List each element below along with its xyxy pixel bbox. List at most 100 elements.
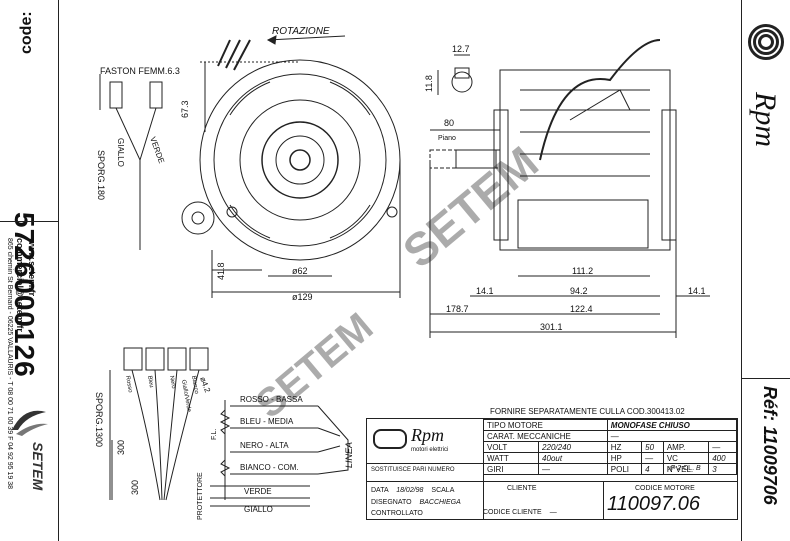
dim-122-4: 122.4 [570, 304, 593, 314]
faston-label: FASTON FEMM.6.3 [100, 66, 180, 76]
title-block-brand: Rpm [411, 425, 444, 445]
divider [742, 378, 790, 379]
carat-label: CARAT. MECCANICHE [483, 430, 608, 442]
codice-cliente-value: — [549, 509, 557, 516]
hp-value: — [641, 452, 664, 464]
hp-label: HP [606, 452, 643, 464]
giri-value: — [538, 463, 608, 475]
wire-bianco-label: BIANCO - COM. [240, 463, 299, 472]
cl-value: B [695, 465, 701, 472]
dim-129: ø129 [292, 292, 313, 302]
dim-300-a: 300 [116, 440, 126, 455]
dim-300-b: 300 [130, 480, 140, 495]
wire-giallo-label: GIALLO [244, 505, 273, 514]
giri-label: GIRI [482, 463, 540, 475]
dim-178-7: 178.7 [446, 304, 469, 314]
dim-4-2: ø4.2 [198, 376, 212, 395]
data-value: 18/02/98 [396, 487, 424, 494]
right-info-panel: Rpm Réf: 11009706 [741, 0, 790, 541]
vc-value: 400 [708, 452, 737, 464]
title-block: Rpm motori elettrici TIPO MOTORE MONOFAS… [366, 418, 738, 520]
scala-label: SCALA [431, 487, 455, 494]
motor-front-outer [199, 59, 401, 261]
fl-label: F.L. [211, 429, 218, 440]
hz-value: 50 [641, 441, 664, 453]
data-row: DATA 18/02/98 SCALA [371, 487, 454, 494]
controllato-label: CONTROLLATO [371, 510, 423, 517]
cl-label: CL. [683, 465, 695, 472]
dim-62: ø62 [292, 266, 308, 276]
header-note: FORNIRE SEPARATAMENTE CULLA COD.300413.0… [490, 407, 685, 416]
piano-label: Piano [438, 135, 456, 142]
rotation-label: ROTAZIONE [272, 26, 330, 37]
uf-label: µF [667, 465, 676, 472]
lead-label-3: Nero [168, 375, 176, 390]
dim-67-3: 67.3 [180, 100, 190, 118]
uf-value: 2 [677, 465, 682, 472]
dim-94-2: 94.2 [570, 286, 588, 296]
lead-label-1: Rosso [124, 375, 133, 393]
protettore-label: PROTETTORE [197, 472, 204, 520]
volt-value: 220/240 [538, 441, 608, 453]
motor-code: 110097.06 [607, 493, 701, 515]
disegnato-row: DISEGNATO BACCHIEGA [371, 499, 461, 506]
watt-label: WATT [482, 452, 540, 464]
sostituisce-label: SOSTITUISCE PARI NUMERO [371, 467, 455, 473]
dim-11-8: 11.8 [424, 75, 434, 92]
codice-motore-label: CODICE MOTORE [635, 485, 695, 492]
left-info-panel: code: 5726000126 www.setem.fr commercial… [0, 0, 59, 541]
tipo-motore-value: MONOFASE CHIUSO [606, 419, 738, 431]
divider [603, 481, 604, 519]
dim-80: 80 [444, 118, 454, 128]
dim-12-7: 12.7 [452, 44, 470, 54]
wire-bleu-label: BLEU - MEDIA [240, 417, 294, 426]
dim-41-8: 41.8 [216, 262, 226, 280]
vel-label: N°VEL. [662, 463, 710, 475]
title-block-brand-sub: motori elettrici [411, 447, 449, 453]
wire-yellow-label: GIALLO [116, 138, 125, 167]
divider [0, 221, 58, 222]
lead-label-4: Bianco [190, 375, 199, 395]
carat-value: — [606, 430, 738, 442]
lead-label-5: Giallo/Verde [180, 379, 192, 413]
wire-rosso-label: ROSSO - BASSA [240, 395, 303, 404]
disegnato-label: DISEGNATO [371, 499, 412, 506]
uf-cl-row: µF 2 CL. B [667, 465, 701, 472]
poli-label: POLI [606, 463, 643, 475]
wire-verde-label: VERDE [244, 487, 272, 496]
codice-cliente-label: CODICE CLIENTE [483, 509, 542, 516]
sporg-bottom-label: SPORG.1300 [94, 392, 104, 447]
wire-green-label: VERDE [148, 136, 166, 165]
wire-nero-label: NERO - ALTA [240, 441, 289, 450]
dim-14-1-left: 14.1 [476, 286, 494, 296]
linea-label: LINEA [344, 442, 354, 468]
tipo-motore-label: TIPO MOTORE [483, 419, 608, 431]
vc-label: VC [662, 452, 710, 464]
dim-301-1: 301.1 [540, 322, 563, 332]
hz-label: HZ [606, 441, 643, 453]
poli-value: 4 [641, 463, 664, 475]
title-block-logo: Rpm motori elettrici [367, 419, 484, 464]
disegnato-value: BACCHIEGA [419, 499, 461, 506]
dim-14-1-right: 14.1 [688, 286, 706, 296]
cliente-label: CLIENTE [507, 485, 537, 492]
divider [367, 481, 737, 482]
codice-cliente-row: CODICE CLIENTE — [483, 509, 557, 516]
watermark-text: SETEM [393, 136, 548, 278]
lead-label-2: Bleu [146, 375, 154, 388]
rpm-rings-icon [373, 429, 407, 449]
sporg-top-label: SPORG.180 [96, 150, 106, 200]
watt-value: 40out [538, 452, 608, 464]
specs-table: TIPO MOTORE MONOFASE CHIUSO CARAT. MECCA… [482, 419, 738, 475]
setem-logo-icon [12, 410, 48, 436]
amp-label: AMP. [662, 441, 710, 453]
amp-value: — [708, 441, 737, 453]
data-label: DATA [371, 487, 389, 494]
vel-value: 3 [708, 463, 737, 475]
dim-111-2: 111.2 [572, 266, 593, 276]
divider [483, 463, 484, 519]
watermark-text-2: SETEM [248, 305, 382, 427]
rpm-logo-icon [748, 24, 786, 62]
